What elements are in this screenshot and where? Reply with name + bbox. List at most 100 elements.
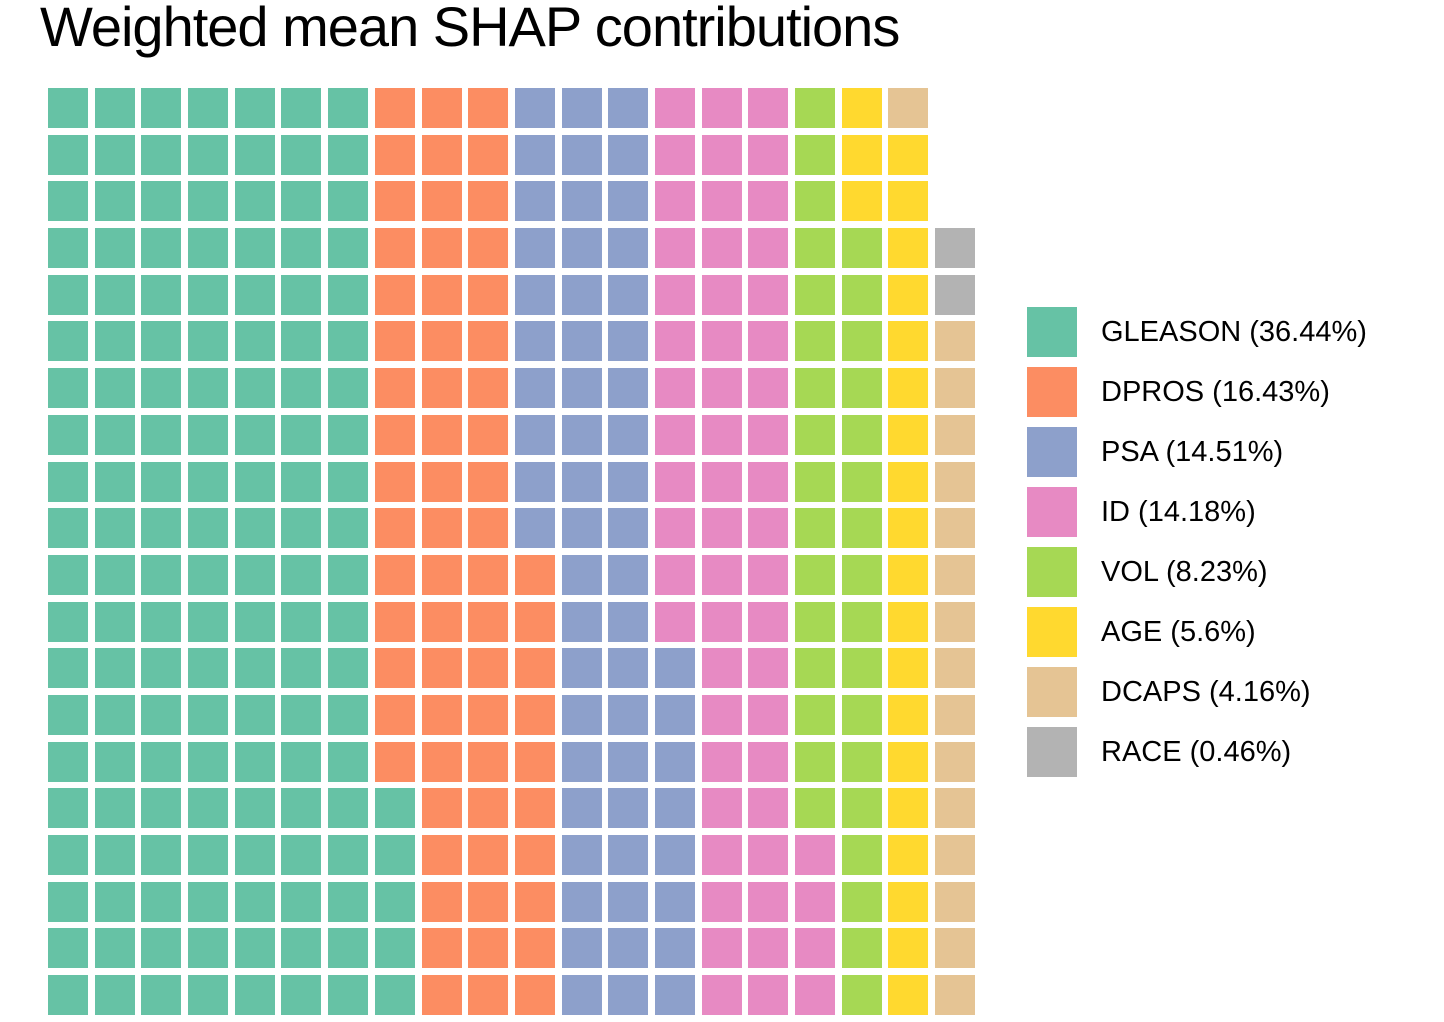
waffle-cell-dpros: [421, 368, 462, 409]
waffle-cell-psa: [561, 554, 602, 595]
waffle-cell-gleason: [328, 554, 369, 595]
waffle-cell-vol: [841, 975, 882, 1016]
waffle-cell-dpros: [468, 274, 509, 315]
waffle-cell-gleason: [141, 368, 182, 409]
waffle-cell-psa: [561, 414, 602, 455]
waffle-cell-id: [654, 368, 695, 409]
waffle-cell-id: [654, 414, 695, 455]
waffle-cell-id: [748, 181, 789, 222]
waffle-cell-gleason: [48, 321, 88, 362]
waffle-cell-gleason: [48, 928, 88, 969]
waffle-cell-dpros: [468, 554, 509, 595]
waffle-cell-gleason: [94, 881, 135, 922]
waffle-cell-dcaps: [935, 461, 976, 502]
waffle-cell-gleason: [48, 554, 88, 595]
waffle-cell-dpros: [374, 414, 415, 455]
waffle-cell-gleason: [188, 554, 229, 595]
waffle-cell-gleason: [48, 228, 88, 269]
waffle-cell-gleason: [188, 321, 229, 362]
waffle-cell-dpros: [374, 134, 415, 175]
waffle-cell-gleason: [141, 134, 182, 175]
waffle-cell-gleason: [188, 134, 229, 175]
waffle-cell-id: [748, 835, 789, 875]
legend-label: AGE (5.6%): [1101, 615, 1256, 648]
waffle-cell-gleason: [188, 975, 229, 1016]
waffle-cell-age: [888, 461, 929, 502]
waffle-cell-age: [888, 554, 929, 595]
waffle-cell-dcaps: [935, 835, 976, 875]
waffle-cell-psa: [608, 881, 649, 922]
waffle-cell-gleason: [94, 228, 135, 269]
waffle-cell-gleason: [234, 788, 275, 829]
waffle-cell-dpros: [421, 461, 462, 502]
waffle-cell-psa: [561, 648, 602, 689]
waffle-cell-vol: [795, 554, 835, 595]
waffle-cell-dpros: [421, 788, 462, 829]
waffle-cell-dpros: [374, 694, 415, 735]
waffle-cell-psa: [561, 181, 602, 222]
waffle-cell-dpros: [421, 601, 462, 642]
waffle-cell-gleason: [281, 88, 322, 128]
waffle-cell-vol: [841, 321, 882, 362]
waffle-cell-dpros: [421, 741, 462, 782]
waffle-cell-id: [748, 321, 789, 362]
waffle-cell-vol: [795, 648, 835, 689]
waffle-cell-gleason: [141, 835, 182, 875]
legend-item-race: RACE (0.46%): [1027, 727, 1367, 777]
waffle-cell-gleason: [328, 741, 369, 782]
waffle-cell-race: [935, 274, 976, 315]
waffle-cell-vol: [795, 461, 835, 502]
waffle-cell-gleason: [141, 788, 182, 829]
waffle-cell-vol: [841, 928, 882, 969]
waffle-cell-psa: [514, 228, 555, 269]
waffle-cell-gleason: [141, 694, 182, 735]
waffle-cell-empty: [935, 135, 975, 175]
waffle-cell-id: [654, 601, 695, 642]
waffle-cell-gleason: [234, 134, 275, 175]
waffle-cell-dpros: [421, 414, 462, 455]
waffle-cell-gleason: [234, 554, 275, 595]
waffle-cell-id: [701, 368, 742, 409]
waffle-cell-psa: [654, 788, 695, 829]
waffle-cell-dpros: [421, 274, 462, 315]
waffle-cell-gleason: [188, 274, 229, 315]
waffle-cell-id: [654, 461, 695, 502]
waffle-cell-dpros: [374, 461, 415, 502]
waffle-cell-id: [748, 881, 789, 922]
waffle-cell-id: [748, 788, 789, 829]
waffle-cell-gleason: [48, 414, 88, 455]
waffle-cell-id: [748, 554, 789, 595]
waffle-cell-gleason: [328, 975, 369, 1016]
waffle-cell-gleason: [48, 741, 88, 782]
waffle-cell-gleason: [234, 881, 275, 922]
waffle-cell-gleason: [94, 508, 135, 549]
waffle-cell-id: [701, 321, 742, 362]
waffle-cell-gleason: [188, 694, 229, 735]
waffle-cell-race: [935, 228, 976, 269]
waffle-cell-vol: [841, 508, 882, 549]
waffle-cell-gleason: [94, 181, 135, 222]
waffle-cell-gleason: [281, 835, 322, 875]
waffle-cell-vol: [841, 228, 882, 269]
waffle-chart: [48, 88, 976, 1016]
waffle-cell-psa: [561, 881, 602, 922]
waffle-cell-gleason: [234, 975, 275, 1016]
waffle-cell-gleason: [48, 694, 88, 735]
waffle-cell-age: [888, 601, 929, 642]
waffle-cell-gleason: [141, 554, 182, 595]
waffle-cell-psa: [608, 975, 649, 1016]
waffle-cell-gleason: [141, 181, 182, 222]
waffle-cell-dpros: [514, 928, 555, 969]
waffle-cell-dpros: [421, 134, 462, 175]
legend-item-dcaps: DCAPS (4.16%): [1027, 667, 1367, 717]
waffle-cell-gleason: [328, 321, 369, 362]
waffle-cell-gleason: [48, 788, 88, 829]
waffle-cell-dpros: [514, 975, 555, 1016]
waffle-cell-dpros: [421, 881, 462, 922]
waffle-cell-dpros: [468, 461, 509, 502]
waffle-cell-gleason: [141, 881, 182, 922]
waffle-cell-dcaps: [935, 414, 976, 455]
legend-swatch: [1027, 667, 1077, 717]
waffle-cell-dpros: [421, 694, 462, 735]
waffle-cell-gleason: [328, 274, 369, 315]
